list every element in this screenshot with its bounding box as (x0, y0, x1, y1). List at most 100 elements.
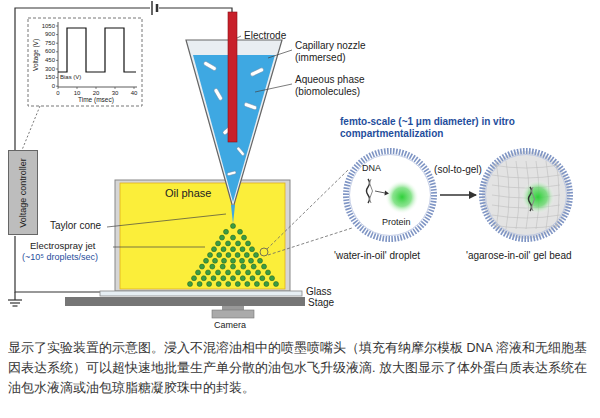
droplet (236, 241, 241, 246)
axis-label: 300 (38, 66, 55, 73)
droplet (254, 282, 259, 287)
oil (120, 183, 285, 289)
droplet (204, 258, 209, 263)
axis (58, 87, 137, 88)
droplet (236, 270, 241, 275)
glass-slide (100, 291, 302, 296)
axis-label: 0 (56, 90, 59, 97)
gel-bead-circle: 'agarose-in-oil' gel bead (478, 147, 574, 243)
droplet (238, 229, 243, 234)
part-label: Stage (308, 297, 334, 309)
leader-line (237, 36, 241, 38)
axis-label: 20 (93, 90, 100, 97)
camera-lens (222, 306, 244, 310)
leader-line (268, 50, 292, 58)
droplet (226, 270, 231, 275)
droplet (246, 270, 251, 275)
droplet (196, 270, 201, 275)
part-label: Capillary nozzle (immersed) (295, 40, 395, 64)
ground-symbol (14, 292, 15, 300)
droplet (231, 276, 236, 281)
droplet (201, 276, 206, 281)
battery-symbol (156, 4, 159, 12)
inset-frame (28, 18, 142, 106)
droplet (244, 253, 249, 258)
axis-label: 750 (38, 40, 55, 47)
tick (56, 43, 58, 44)
droplet (240, 258, 245, 263)
droplet (254, 253, 259, 258)
ground-symbol (10, 302, 20, 303)
tick (115, 87, 116, 89)
droplet (216, 282, 221, 287)
axis-label: 40 (131, 90, 138, 97)
camera-body (212, 310, 254, 318)
tick (56, 69, 58, 70)
part-label: Glass (306, 286, 332, 298)
droplet (250, 276, 255, 281)
droplet (206, 270, 211, 275)
axis-label: 10 (74, 90, 81, 97)
droplet (241, 264, 246, 269)
tick (56, 26, 58, 27)
droplet (231, 224, 236, 229)
droplet (192, 276, 197, 281)
wire (15, 8, 150, 150)
droplet (226, 241, 231, 246)
bath (115, 180, 290, 291)
leader-line (255, 84, 292, 92)
tick (56, 77, 58, 78)
droplet (188, 282, 193, 287)
droplet (231, 258, 236, 263)
part-label: Electrode (244, 30, 286, 42)
node-text: 'agarose-in-oil' gel bead (466, 250, 572, 262)
oil-bath: Oil phase (120, 183, 285, 289)
tick (56, 86, 58, 87)
zoom-marker (260, 248, 268, 256)
zoom-line (267, 170, 348, 249)
axis-label: 900 (38, 31, 55, 38)
part-label: Taylor cone (50, 220, 101, 232)
tick (77, 87, 78, 89)
droplet (216, 241, 221, 246)
droplet (262, 264, 267, 269)
droplet (210, 264, 215, 269)
tick (58, 87, 59, 89)
axis-label: 150 (38, 74, 55, 81)
droplet (212, 247, 217, 252)
droplet (240, 276, 245, 281)
tick (56, 51, 58, 52)
inset-leader (22, 106, 40, 150)
edge-label: (sol-to-gel) (433, 164, 483, 176)
droplet (222, 258, 227, 263)
droplet (246, 241, 251, 246)
droplet (251, 264, 256, 269)
node-text: 'water-in-oil' droplet (334, 250, 420, 262)
axis (58, 22, 59, 87)
part-label: femto-scale (~1 μm diameter) in vitro co… (340, 116, 515, 140)
droplet (260, 276, 265, 281)
droplet (245, 282, 250, 287)
ground-symbol (8, 299, 22, 300)
axis-label: Bias (V) (60, 74, 81, 81)
droplet (270, 276, 275, 281)
droplet (220, 235, 225, 240)
droplet (220, 264, 225, 269)
droplet (226, 253, 231, 258)
ground-symbol (13, 305, 18, 306)
gel-bead-figure (478, 147, 574, 243)
stage (65, 297, 305, 306)
axis-label: Voltage (V) (32, 39, 40, 71)
taylor-cone (231, 205, 235, 224)
droplet (235, 282, 240, 287)
tick (56, 34, 58, 35)
node-text: Voltage controller (18, 158, 28, 228)
tick (56, 60, 58, 61)
square-wave (58, 28, 136, 72)
droplet (231, 247, 236, 252)
droplet (221, 276, 226, 281)
node-text: Oil phase (165, 187, 211, 200)
part-label: Camera (214, 320, 246, 331)
wire (15, 236, 100, 292)
droplet (235, 253, 240, 258)
